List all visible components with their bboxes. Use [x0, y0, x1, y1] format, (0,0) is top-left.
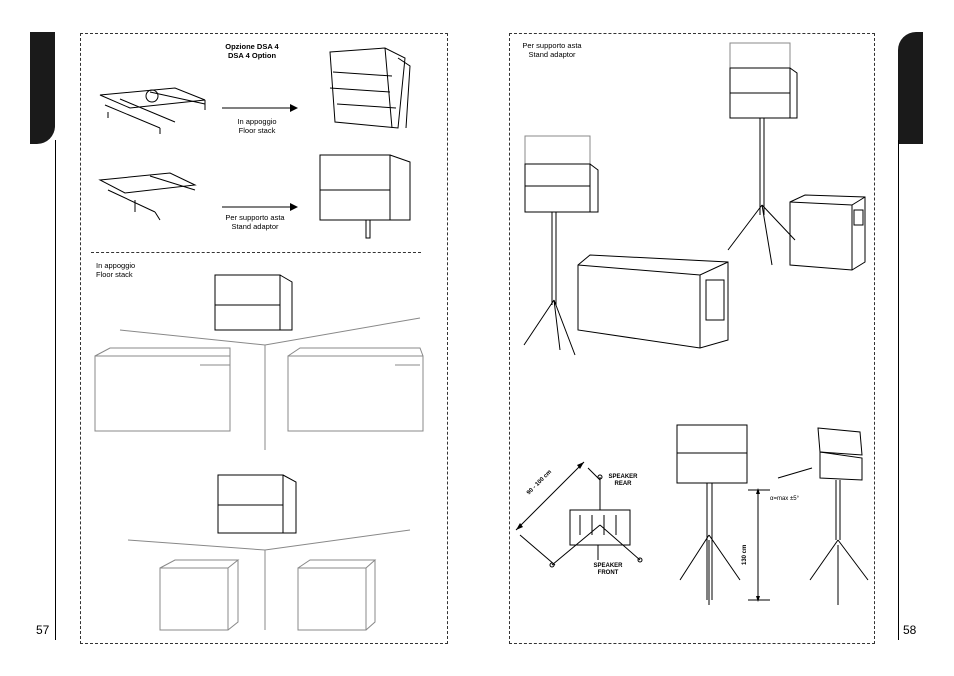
- floor-stack-caption-2-en: Floor stack: [96, 270, 133, 279]
- left-page-frame: [80, 33, 448, 644]
- placement-diagram-drawing: [515, 461, 643, 568]
- stand-adaptor-caption-1-en: Stand adaptor: [231, 222, 279, 231]
- speaker-rear-line1: SPEAKER: [608, 474, 638, 480]
- subwoofer-large-drawing: [577, 254, 729, 349]
- speaker-stack-angled-drawing: [329, 47, 411, 129]
- dsa4-floor-frame-drawing: [99, 87, 206, 134]
- stand-angle-drawing: [777, 427, 869, 605]
- speaker-front-line2: FRONT: [597, 570, 619, 576]
- stand-adaptor-caption-en: Stand adaptor: [528, 50, 576, 59]
- floor-stack-caption-2: In appoggio Floor stack: [96, 261, 176, 279]
- right-page-rule: [898, 140, 899, 640]
- stand-adaptor-caption-1: Per supporto asta Stand adaptor: [210, 213, 300, 231]
- right-page-tab: [898, 32, 923, 144]
- angle-label: α=max ±5°: [770, 496, 800, 502]
- stand-adaptor-caption-1-it: Per supporto asta: [225, 213, 285, 222]
- dsa4-option-title-en: DSA 4 Option: [227, 51, 277, 60]
- speaker-rear-label: SPEAKER REAR: [598, 474, 648, 488]
- page-number-right: 58: [903, 623, 917, 637]
- page-number-left: 57: [36, 623, 50, 637]
- dsa4-stand-frame-drawing: [98, 172, 197, 221]
- floor-stack-caption-2-it: In appoggio: [96, 261, 136, 270]
- floor-stack-caption-1-it: In appoggio: [237, 117, 277, 126]
- left-page-rule: [55, 140, 56, 640]
- floor-stack-scene-2-drawing: [127, 474, 411, 631]
- floor-stack-caption-1-en: Floor stack: [238, 126, 276, 135]
- section-divider: [91, 252, 421, 253]
- speaker-front-line1: SPEAKER: [593, 563, 623, 569]
- speaker-front-label: SPEAKER FRONT: [583, 563, 633, 577]
- stand-adaptor-caption-it: Per supporto asta: [522, 41, 582, 50]
- floor-stack-caption-1: In appoggio Floor stack: [222, 117, 292, 135]
- stand-mounted-stack-2-drawing: [727, 42, 798, 266]
- speaker-rear-line2: REAR: [614, 481, 632, 487]
- stand-height-drawing: [676, 424, 770, 605]
- height-label: 130 cm: [742, 544, 748, 565]
- stand-mounted-stack-1-drawing: [523, 135, 599, 356]
- floor-stack-scene-1-drawing: [94, 274, 424, 450]
- dsa4-option-title-it: Opzione DSA 4: [225, 42, 279, 51]
- subwoofer-small-drawing: [789, 194, 866, 271]
- speaker-stack-straight-drawing: [319, 154, 411, 239]
- stand-adaptor-caption: Per supporto asta Stand adaptor: [512, 41, 592, 59]
- right-page-frame: [509, 33, 875, 644]
- left-page-tab: [30, 32, 55, 144]
- dsa4-option-title: Opzione DSA 4 DSA 4 Option: [212, 42, 292, 60]
